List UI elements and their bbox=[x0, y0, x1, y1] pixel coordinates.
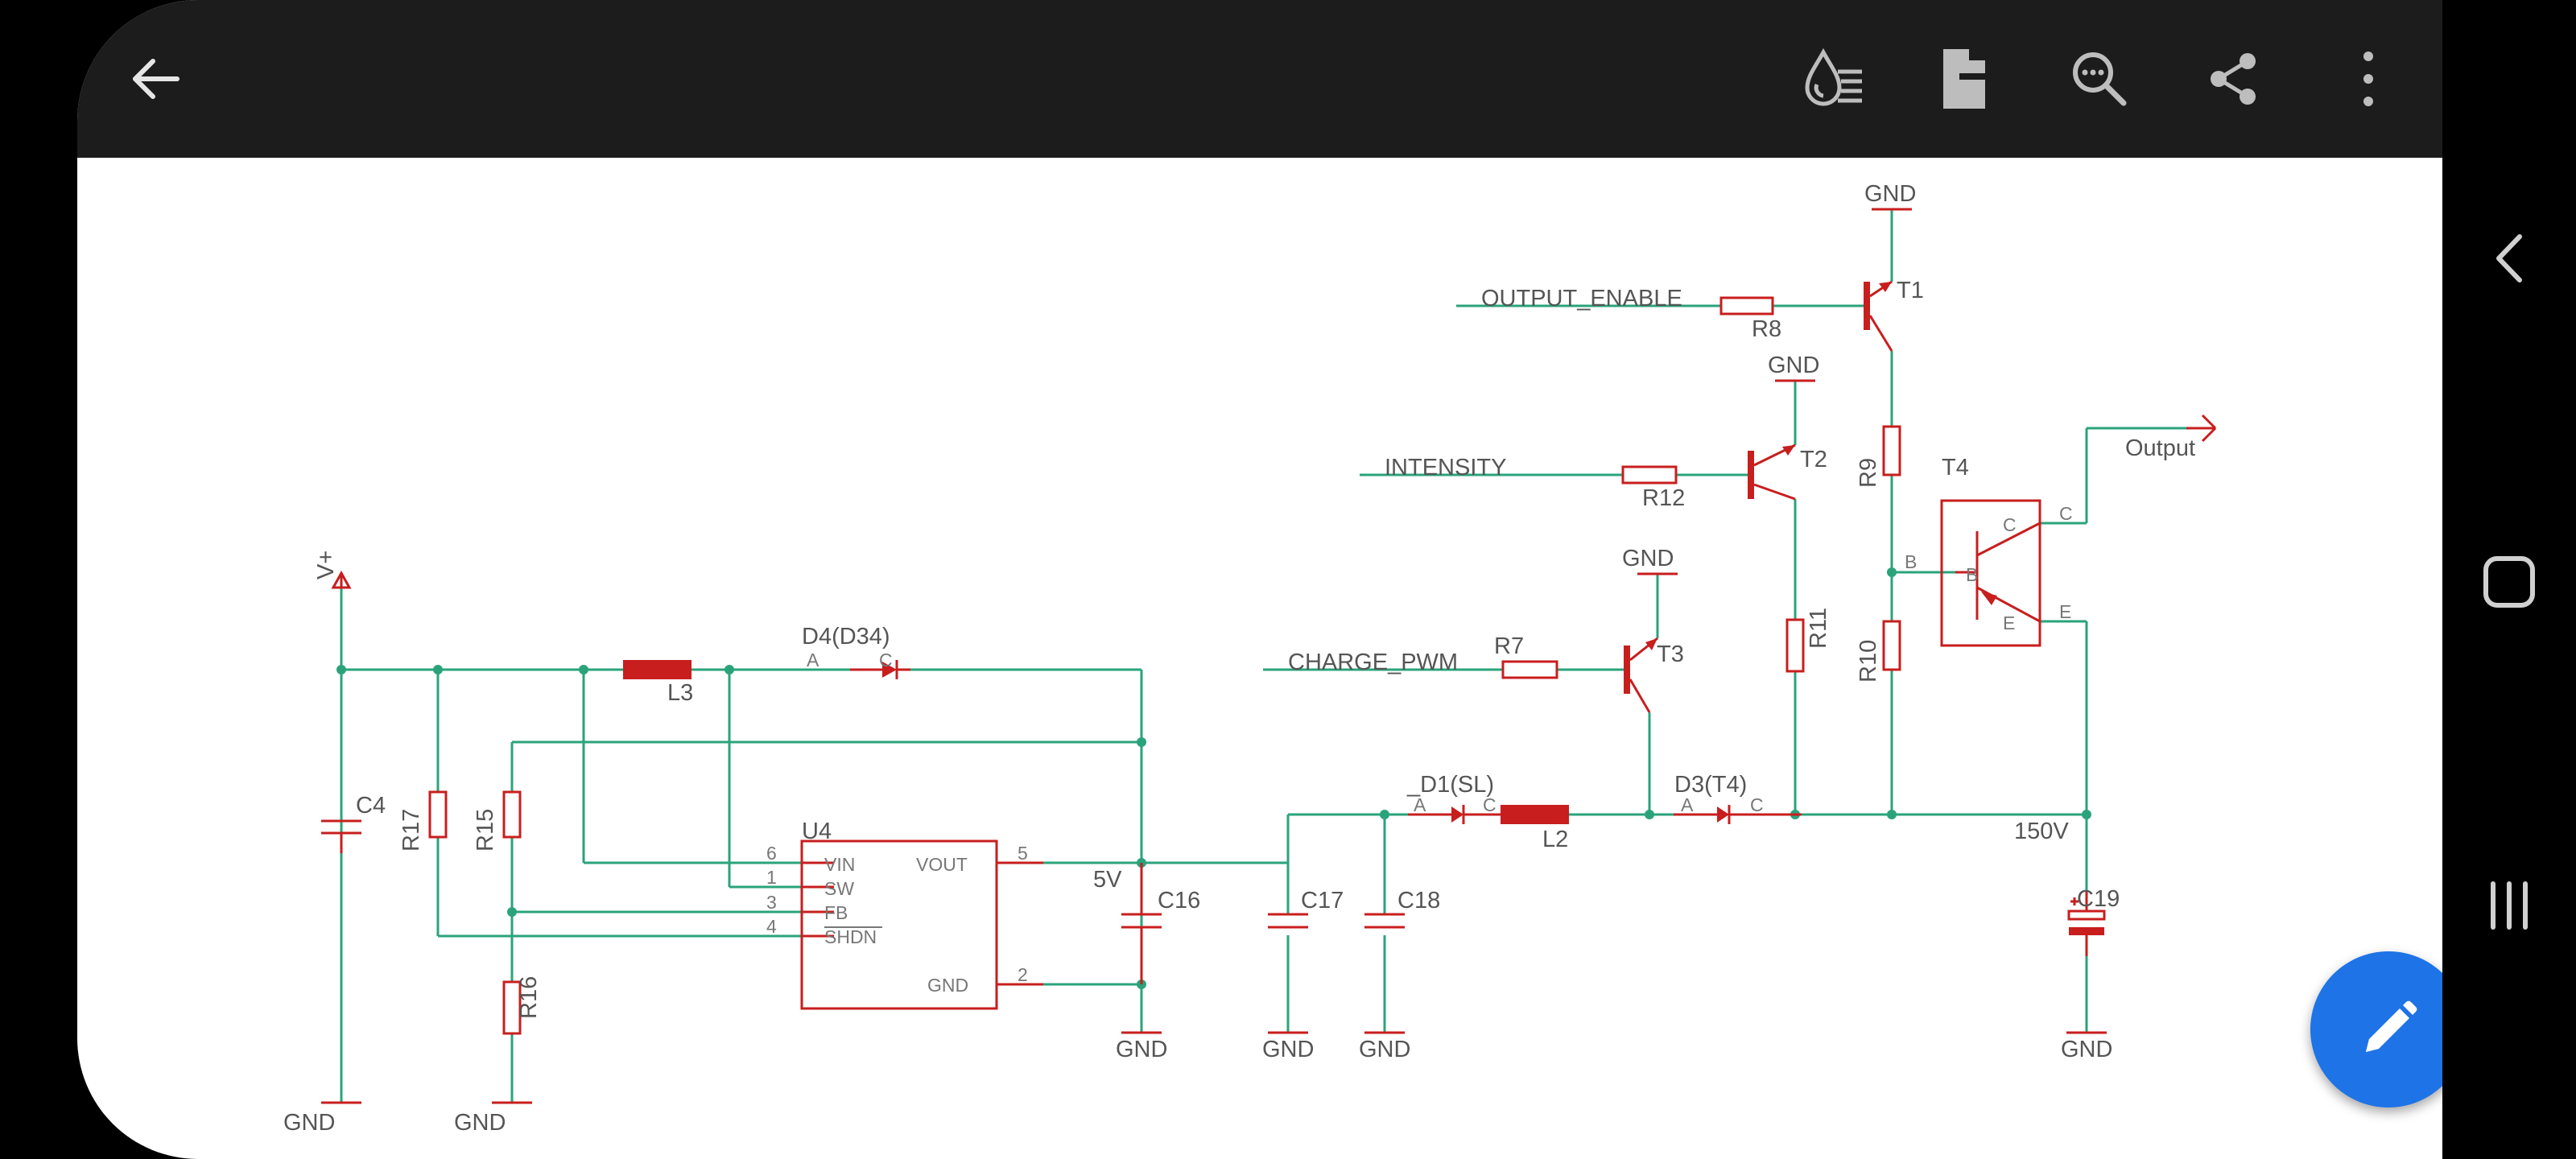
svg-text:2: 2 bbox=[1018, 964, 1028, 985]
svg-text:C: C bbox=[2003, 514, 2017, 535]
more-options-button[interactable] bbox=[2328, 39, 2409, 119]
svg-text:VIN: VIN bbox=[824, 854, 855, 875]
recents-icon bbox=[2491, 881, 2528, 930]
home-square-icon bbox=[2483, 556, 2535, 608]
svg-text:C: C bbox=[1483, 794, 1496, 815]
net-label-output-enable: OUTPUT_ENABLE bbox=[1481, 286, 1682, 311]
search-zoom-icon bbox=[2073, 52, 2127, 106]
part-label-r12: R12 bbox=[1642, 485, 1685, 511]
gnd-label: GND bbox=[1622, 546, 1674, 571]
edit-pencil-icon bbox=[2366, 1000, 2417, 1052]
net-label-charge-pwm: CHARGE_PWM bbox=[1288, 650, 1458, 675]
app-screen: V+ C4 R17 R15 R16 L3 D4(D34) A C U4 VIN … bbox=[77, 0, 2442, 1159]
share-icon bbox=[2211, 53, 2256, 105]
svg-text:A: A bbox=[1414, 794, 1426, 815]
part-label-l2: L2 bbox=[1542, 827, 1568, 852]
part-label-r7: R7 bbox=[1494, 633, 1524, 659]
nav-back-button[interactable] bbox=[2473, 222, 2545, 295]
svg-text:A: A bbox=[807, 650, 819, 670]
net-label-intensity: INTENSITY bbox=[1385, 455, 1506, 481]
svg-text:A: A bbox=[1681, 794, 1694, 815]
gnd-label: GND bbox=[1768, 353, 1819, 378]
svg-text:4: 4 bbox=[766, 916, 777, 937]
gnd-label: GND bbox=[283, 1110, 335, 1136]
part-label-r15: R15 bbox=[473, 809, 498, 852]
svg-text:C: C bbox=[2059, 503, 2073, 524]
svg-text:VOUT: VOUT bbox=[916, 854, 968, 875]
svg-text:E: E bbox=[2003, 612, 2015, 633]
nav-recents-button[interactable] bbox=[2473, 869, 2545, 942]
net-label-output: Output bbox=[2125, 435, 2195, 461]
net-label-5v: 5V bbox=[1093, 867, 1122, 893]
svg-text:C: C bbox=[1750, 794, 1764, 815]
gnd-label: GND bbox=[1864, 181, 1916, 207]
svg-text:SHDN: SHDN bbox=[824, 926, 877, 947]
part-label-r17: R17 bbox=[398, 809, 424, 852]
gnd-label: GND bbox=[454, 1110, 506, 1136]
svg-text:B: B bbox=[1905, 551, 1917, 572]
schematic-canvas[interactable]: V+ C4 R17 R15 R16 L3 D4(D34) A C U4 VIN … bbox=[77, 0, 2442, 1159]
nav-home-button[interactable] bbox=[2473, 546, 2545, 618]
part-label-t2: T2 bbox=[1800, 447, 1827, 472]
part-label-t4: T4 bbox=[1942, 455, 1969, 481]
part-label-r9: R9 bbox=[1856, 458, 1881, 488]
part-label-d3: D3(T4) bbox=[1674, 772, 1747, 798]
layers-button[interactable] bbox=[1794, 39, 1874, 119]
part-label-d4: D4(D34) bbox=[802, 624, 890, 650]
schematic-components bbox=[321, 208, 2217, 1104]
svg-text:SW: SW bbox=[824, 878, 854, 899]
svg-text:6: 6 bbox=[766, 843, 777, 864]
part-label-c4: C4 bbox=[356, 793, 386, 819]
svg-text:3: 3 bbox=[766, 892, 777, 913]
part-label-r11: R11 bbox=[1806, 608, 1831, 649]
svg-text:FB: FB bbox=[824, 902, 848, 923]
part-label-d1: _D1(SL) bbox=[1406, 772, 1494, 798]
part-label-u4: U4 bbox=[802, 819, 832, 844]
gnd-label: GND bbox=[2061, 1037, 2112, 1062]
svg-text:GND: GND bbox=[927, 975, 968, 996]
gnd-label: GND bbox=[1359, 1037, 1410, 1062]
back-button[interactable] bbox=[116, 39, 196, 119]
svg-text:E: E bbox=[2059, 601, 2071, 622]
part-label-r16: R16 bbox=[516, 976, 542, 1019]
schematic-labels: V+ C4 R17 R15 R16 L3 D4(D34) A C U4 VIN … bbox=[283, 181, 2195, 1136]
arrow-left-icon bbox=[133, 59, 180, 99]
part-label-c17: C17 bbox=[1301, 888, 1344, 914]
svg-text:B: B bbox=[1966, 564, 1978, 585]
part-label-r8: R8 bbox=[1752, 316, 1781, 342]
part-label-t1: T1 bbox=[1897, 278, 1924, 303]
board-view-button[interactable] bbox=[1927, 39, 2008, 119]
layers-icon bbox=[1805, 47, 1862, 106]
part-label-c16: C16 bbox=[1158, 888, 1200, 914]
chevron-left-icon bbox=[2496, 234, 2522, 283]
net-label-vplus: V+ bbox=[313, 551, 339, 580]
svg-text:1: 1 bbox=[766, 867, 777, 888]
part-label-l3: L3 bbox=[667, 680, 693, 706]
svg-text:5: 5 bbox=[1018, 843, 1028, 864]
search-button[interactable] bbox=[2059, 39, 2140, 119]
app-bar bbox=[77, 0, 2442, 158]
part-label-c19: C19 bbox=[2077, 886, 2120, 912]
share-button[interactable] bbox=[2193, 39, 2273, 119]
schematic-wires bbox=[340, 209, 2186, 1103]
gnd-label: GND bbox=[1116, 1037, 1167, 1062]
net-label-150v: 150V bbox=[2014, 819, 2069, 844]
board-view-icon bbox=[1943, 49, 1985, 109]
part-label-c18: C18 bbox=[1397, 888, 1440, 914]
svg-text:C: C bbox=[879, 650, 893, 670]
more-vert-icon bbox=[2363, 52, 2373, 106]
gnd-label: GND bbox=[1262, 1037, 1314, 1062]
edit-fab[interactable] bbox=[2310, 951, 2442, 1107]
part-label-r10: R10 bbox=[1856, 640, 1881, 683]
part-label-t3: T3 bbox=[1657, 641, 1684, 667]
system-nav-bar bbox=[2442, 0, 2576, 1159]
